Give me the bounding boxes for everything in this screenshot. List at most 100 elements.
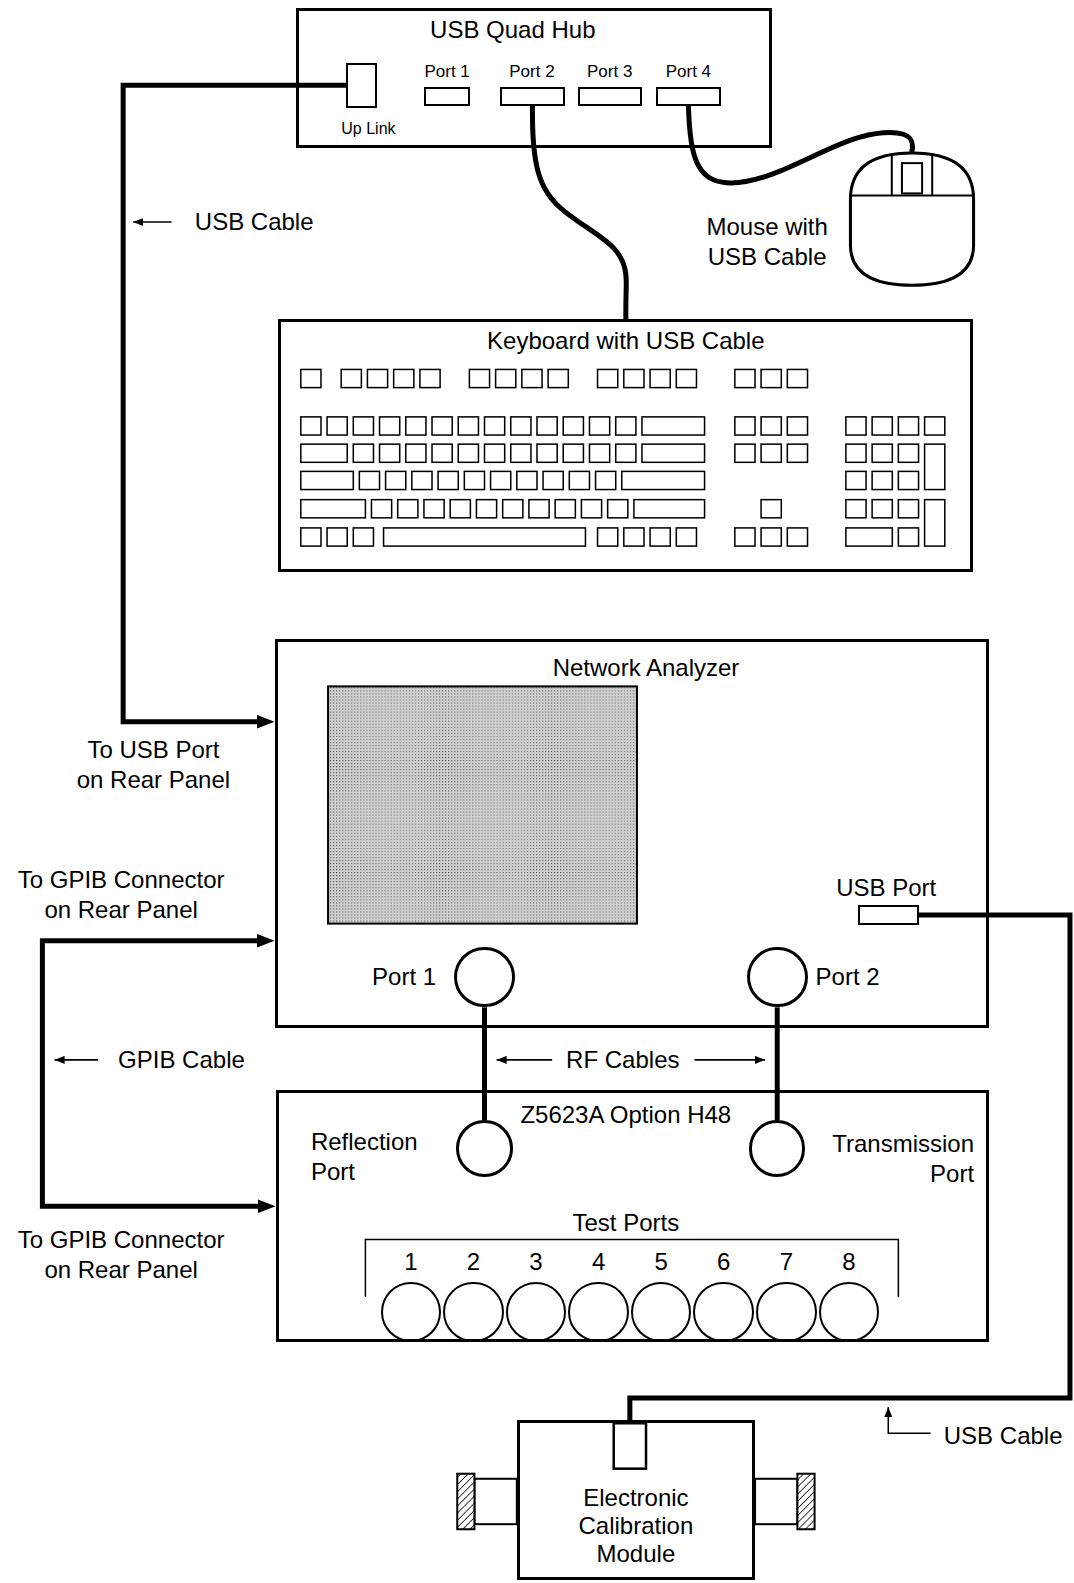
keyboard-key <box>353 528 373 546</box>
cable-connector <box>630 915 1070 1420</box>
keyboard-key <box>359 471 379 489</box>
rf-port-text: Port 2 <box>816 962 880 992</box>
cable-label: RF Cables <box>566 1045 679 1075</box>
hub-port-text: Port 1 <box>424 60 469 81</box>
hub-port-text: Port 4 <box>666 60 711 81</box>
leader-arrow <box>55 1059 98 1061</box>
keyboard-key <box>537 417 557 435</box>
keyboard-key <box>761 417 781 435</box>
cable-connector <box>42 941 265 1206</box>
keyboard-key <box>872 417 892 435</box>
keyboard-key <box>624 369 644 387</box>
keyboard-key <box>398 500 418 518</box>
cable-label: GPIB Cable <box>118 1045 245 1075</box>
keyboard-key <box>406 417 426 435</box>
keyboard-key <box>438 471 458 489</box>
keyboard-key <box>301 444 347 462</box>
keyboard-key <box>424 500 444 518</box>
keyboard-key <box>432 417 452 435</box>
test-port: 1 <box>381 1282 442 1343</box>
keyboard-key <box>898 471 918 489</box>
keyboard-key <box>301 471 353 489</box>
keyboard-key <box>485 417 505 435</box>
mouse-cable-stub <box>910 149 915 153</box>
keyboard-key <box>301 500 366 518</box>
keyboard-key <box>589 417 609 435</box>
keyboard-key <box>522 369 542 387</box>
test-port: 7 <box>756 1282 817 1343</box>
keyboard-key <box>464 471 484 489</box>
mouse-device-text: Mouse with USB Cable <box>691 212 842 272</box>
hub-port-text: Port 2 <box>509 60 554 81</box>
keyboard-key <box>925 417 945 435</box>
test-port-text: 4 <box>592 1247 605 1277</box>
test-port-text: 7 <box>780 1247 793 1277</box>
cable-connector <box>123 85 346 721</box>
keyboard-box-text: Keyboard with USB Cable <box>487 326 764 356</box>
leader-arrow <box>133 221 171 223</box>
uplink-port-text: Up Link <box>341 119 395 139</box>
mouse-wheel <box>902 164 922 194</box>
cable-label: USB Cable <box>195 207 314 237</box>
test-port: 4 <box>568 1282 629 1343</box>
group-label: Test Ports <box>572 1208 679 1238</box>
keyboard-key <box>787 444 807 462</box>
keyboard-key <box>872 471 892 489</box>
test-set-box-text: Z5623A Option H48 <box>520 1100 731 1130</box>
keyboard-key <box>676 528 696 546</box>
keyboard-key <box>511 444 531 462</box>
keyboard-key <box>380 444 400 462</box>
keyboard-key <box>496 369 516 387</box>
keyboard-key <box>301 528 321 546</box>
keyboard-key <box>898 444 918 462</box>
test-port-text: 6 <box>717 1247 730 1277</box>
cable-connector <box>532 106 626 319</box>
keyboard-key <box>925 444 945 489</box>
test-port: 6 <box>693 1282 754 1343</box>
keyboard-key <box>761 500 781 518</box>
keyboard-key <box>412 471 432 489</box>
connector-thread <box>797 1474 814 1530</box>
keyboard-key <box>735 444 755 462</box>
keyboard-key <box>301 369 321 387</box>
hub-port: Port 1 <box>424 87 470 106</box>
rf-port-text: Port 1 <box>372 962 436 992</box>
keyboard-key <box>898 500 918 518</box>
keyboard-key <box>384 528 586 546</box>
rf-port-text: Reflection Port <box>311 1127 437 1187</box>
keyboard-key <box>371 500 391 518</box>
keyboard-key <box>846 444 866 462</box>
keyboard-key <box>787 369 807 387</box>
keyboard-key <box>503 500 523 518</box>
keyboard-key <box>642 444 705 462</box>
keyboard-key <box>624 528 644 546</box>
hub-port-text: Port 3 <box>587 60 632 81</box>
keyboard-key <box>386 471 406 489</box>
keyboard-key <box>491 471 511 489</box>
keyboard-key <box>761 528 781 546</box>
keyboard-key <box>634 500 705 518</box>
test-port-text: 2 <box>467 1247 480 1277</box>
keyboard-key <box>650 369 670 387</box>
keyboard-key <box>563 417 583 435</box>
keyboard-key <box>529 500 549 518</box>
uplink-port: Up Link <box>346 63 376 108</box>
cable-connector <box>482 1007 487 1120</box>
test-port-text: 5 <box>654 1247 667 1277</box>
keyboard-key <box>735 528 755 546</box>
analyzer-box: Network AnalyzerPort 1Port 2USB Port <box>275 639 990 1028</box>
keyboard-key <box>735 369 755 387</box>
keyboard-key <box>598 528 618 546</box>
keyboard-key <box>581 500 601 518</box>
hub-port: Port 3 <box>578 87 642 106</box>
keyboard-key <box>787 417 807 435</box>
keyboard-key <box>589 444 609 462</box>
module-usb-socket <box>614 1423 646 1468</box>
keyboard-key <box>735 417 755 435</box>
keyboard-key <box>450 500 470 518</box>
keyboard-key <box>543 471 563 489</box>
keyboard-key <box>406 444 426 462</box>
note-label: To USB Port on Rear Panel <box>73 735 235 795</box>
keyboard-key <box>353 444 373 462</box>
rf-port: Port 2 <box>747 947 808 1008</box>
